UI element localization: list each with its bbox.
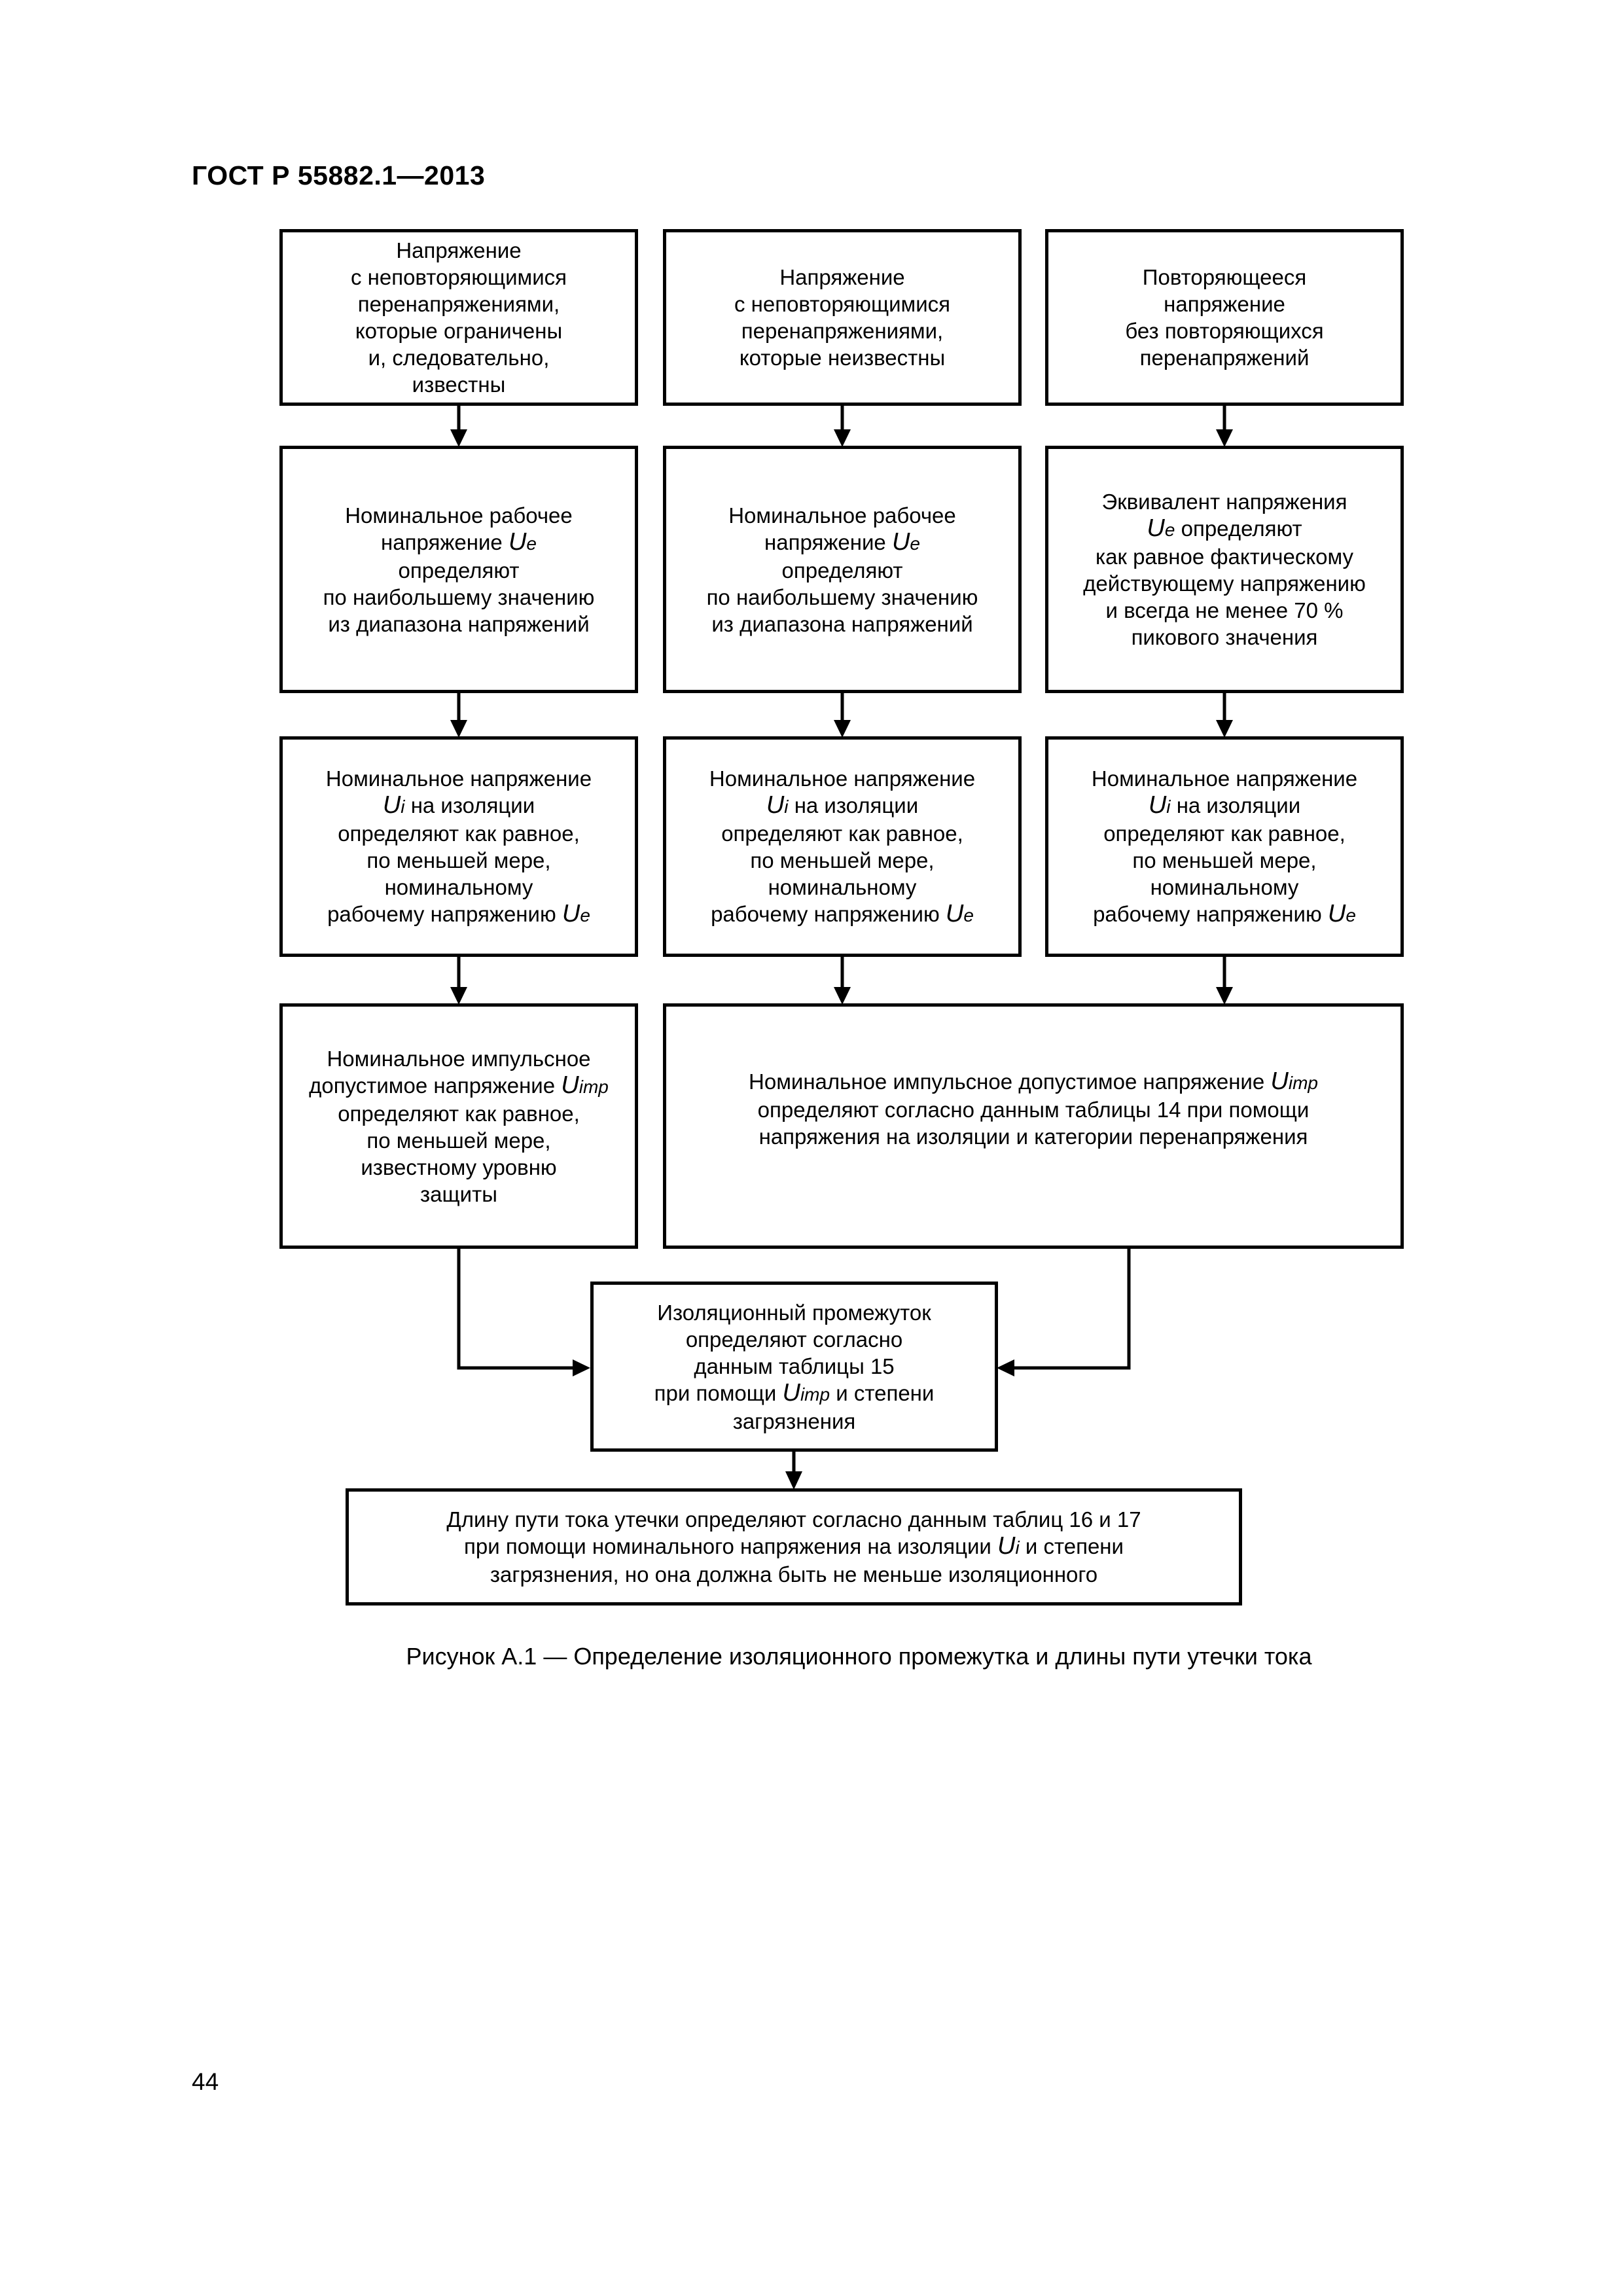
- box-nonrepeating-unknown-overvoltage: Напряжение с неповторяющимися перенапряж…: [663, 229, 1022, 406]
- box-rated-insulation-voltage-2: Номинальное напряжение Ui на изоляции оп…: [663, 736, 1022, 957]
- arrowhead: [834, 987, 851, 1005]
- arrowhead: [573, 1359, 590, 1376]
- box-rated-impulse-voltage-table14: Номинальное импульсное допустимое напряж…: [663, 1003, 1404, 1249]
- arrowhead: [450, 429, 467, 447]
- document-header: ГОСТ Р 55882.1—2013: [192, 160, 486, 190]
- box-creepage-distance: Длину пути тока утечки определяют соглас…: [346, 1488, 1242, 1605]
- box-nonrepeating-limited-overvoltage: Напряжение с неповторяющимися перенапряж…: [279, 229, 638, 406]
- arrow-r4c2-r5: [1014, 1249, 1131, 1370]
- arrowhead: [997, 1359, 1014, 1376]
- arrowhead: [834, 429, 851, 447]
- box-rated-impulse-voltage-known: Номинальное импульсное допустимое напряж…: [279, 1003, 638, 1249]
- arrow-r4c1-r5: [457, 1249, 573, 1370]
- box-equivalent-voltage: Эквивалент напряжения Ue определяют как …: [1045, 446, 1404, 693]
- arrowhead: [1216, 987, 1233, 1005]
- box-rated-insulation-voltage-3: Номинальное напряжение Ui на изоляции оп…: [1045, 736, 1404, 957]
- page-number: 44: [192, 2068, 219, 2095]
- box-rated-insulation-voltage-1: Номинальное напряжение Ui на изоляции оп…: [279, 736, 638, 957]
- arrowhead: [785, 1471, 802, 1490]
- arrowhead: [1216, 720, 1233, 738]
- box-rated-operating-voltage-2: Номинальное рабочее напряжение Ue опреде…: [663, 446, 1022, 693]
- arrowhead: [450, 987, 467, 1005]
- arrowhead: [1216, 429, 1233, 447]
- figure-caption: Рисунок А.1 — Определение изоляционного …: [406, 1643, 1312, 1670]
- box-rated-operating-voltage-1: Номинальное рабочее напряжение Ue опреде…: [279, 446, 638, 693]
- box-clearance: Изоляционный промежуток определяют согла…: [590, 1282, 998, 1452]
- arrowhead: [834, 720, 851, 738]
- box-repeating-voltage: Повторяющееся напряжение без повторяющих…: [1045, 229, 1404, 406]
- arrowhead: [450, 720, 467, 738]
